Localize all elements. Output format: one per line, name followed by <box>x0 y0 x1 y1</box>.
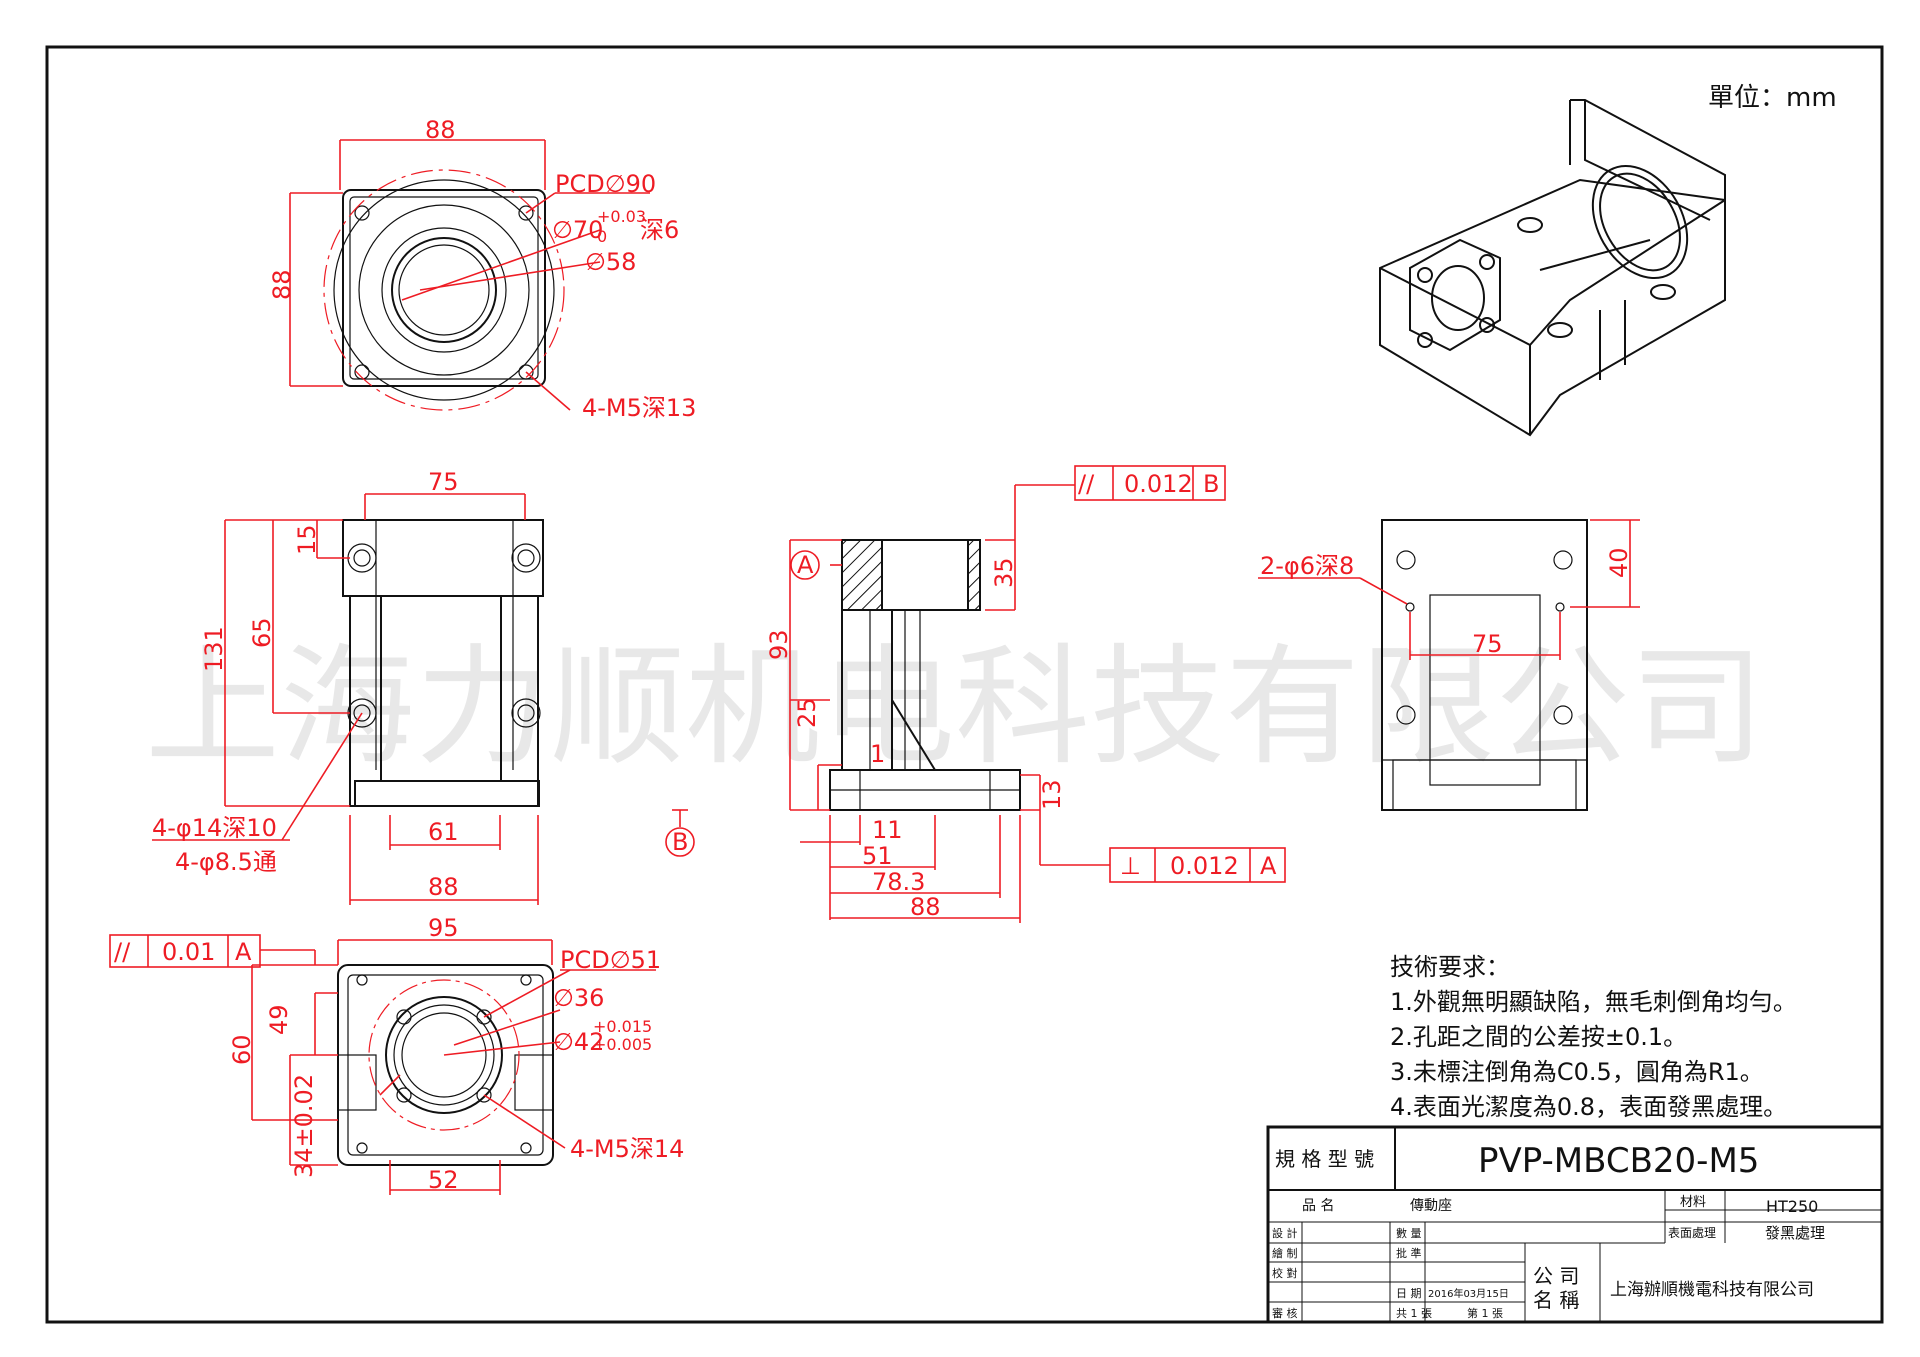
section-dim-78: 78.3 <box>872 868 925 896</box>
section-perp-tol-symbol: ⊥ <box>1120 852 1141 880</box>
design-label: 設 計 <box>1272 1226 1298 1240</box>
side-view-dim-88: 88 <box>428 873 459 901</box>
right-view <box>1258 519 1640 811</box>
top-view-pcd: PCD∅90 <box>555 170 656 198</box>
top-view-bore: ∅70 <box>552 216 603 244</box>
surface-label: 表面處理 <box>1668 1226 1716 1240</box>
bottom-view-tol-lower: +0.005 <box>593 1035 652 1054</box>
section-dim-93: 93 <box>765 629 793 660</box>
section-perp-tol-datum: A <box>1260 852 1277 880</box>
top-view-bore-inner: ∅58 <box>585 248 636 276</box>
unit-label: 單位：mm <box>1708 83 1837 113</box>
top-view-height-dim: 88 <box>268 269 296 300</box>
section-dim-88: 88 <box>910 893 941 921</box>
material-value: HT250 <box>1766 1197 1818 1216</box>
top-view-holes: 4-M5深13 <box>582 394 696 422</box>
top-view-bore-depth: 深6 <box>640 216 679 244</box>
right-view-dim-75: 75 <box>1472 630 1503 658</box>
approve-label: 批 準 <box>1396 1246 1422 1260</box>
section-view <box>665 465 1286 923</box>
section-dim-25: 25 <box>793 697 821 728</box>
company-label: 公 司名 稱 <box>1533 1264 1579 1312</box>
bottom-view-dim-34: 34±0.02 <box>290 1074 318 1178</box>
tech-req-item: 1.外觀無明顯缺陷，無毛刺倒角均勻。 <box>1390 988 1797 1016</box>
company-name: 上海辦順機電科技有限公司 <box>1610 1280 1814 1300</box>
tech-req-item: 2.孔距之間的公差按±0.1。 <box>1390 1023 1687 1051</box>
review-label: 審 核 <box>1272 1306 1298 1320</box>
bottom-view-tol-symbol: // <box>114 938 131 966</box>
bottom-view-tol-datum: A <box>235 938 252 966</box>
company-label-line: 公 司 <box>1533 1264 1579 1288</box>
side-view-top-width: 75 <box>428 468 459 496</box>
side-view <box>152 493 544 905</box>
datum-b-label: B <box>672 828 688 856</box>
side-view-holes-a: 4-φ14深10 <box>152 814 277 842</box>
top-view <box>289 139 650 411</box>
tech-req-title: 技術要求： <box>1390 953 1510 981</box>
bottom-view-dim-60: 60 <box>228 1034 256 1065</box>
top-view-bore-tol-lower: 0 <box>597 227 607 246</box>
top-view-width-dim: 88 <box>425 116 456 144</box>
surface-value: 發黑處理 <box>1765 1224 1825 1242</box>
section-perp-tol-value: 0.012 <box>1170 852 1239 880</box>
drawing-frame <box>45 45 1884 1324</box>
model-number: PVP-MBCB20-M5 <box>1478 1141 1759 1181</box>
date-value: 2016年03月15日 <box>1428 1287 1509 1300</box>
check-label: 校 對 <box>1272 1266 1298 1280</box>
draw-label: 繪 制 <box>1272 1246 1298 1260</box>
section-parallel-tol-datum: B <box>1203 470 1219 498</box>
section-parallel-tol-symbol: // <box>1078 470 1095 498</box>
section-dim-13: 13 <box>1038 779 1066 810</box>
section-dim-1: 1 <box>870 740 885 768</box>
bottom-view-holes: 4-M5深14 <box>570 1135 684 1163</box>
side-view-holes-b: 4-φ8.5通 <box>175 848 277 876</box>
tech-req-item: 4.表面光潔度為0.8，表面發黑處理。 <box>1390 1093 1787 1121</box>
date-label: 日 期 <box>1396 1287 1422 1300</box>
side-view-dim-131: 131 <box>200 626 228 672</box>
right-view-holes: 2-φ6深8 <box>1260 552 1354 580</box>
bottom-view-tol-upper: +0.015 <box>593 1017 652 1036</box>
bottom-view-bore-36: ∅36 <box>553 984 604 1012</box>
section-dim-11: 11 <box>872 816 903 844</box>
right-view-dim-40: 40 <box>1605 547 1633 578</box>
material-label: 材料 <box>1680 1195 1706 1210</box>
sheet-number: 第 1 張 <box>1467 1306 1503 1320</box>
bottom-view <box>109 934 656 1195</box>
name-label: 品 名 <box>1302 1198 1334 1214</box>
section-dim-51: 51 <box>862 842 893 870</box>
top-view-bore-tol-upper: +0.03 <box>597 207 646 226</box>
sheets-total: 共 1 張 <box>1396 1307 1432 1320</box>
watermark: 上海力顺机电科技有限公司 <box>145 631 1765 783</box>
bottom-view-width: 95 <box>428 914 459 942</box>
side-view-dim-15: 15 <box>293 524 321 555</box>
bottom-view-bore-42: ∅42 <box>553 1028 604 1056</box>
datum-a-label: A <box>797 551 814 579</box>
title-block <box>1266 1125 1884 1324</box>
bottom-view-tol-value: 0.01 <box>162 938 215 966</box>
bottom-view-dim-49: 49 <box>265 1004 293 1035</box>
bottom-view-dim-52: 52 <box>428 1166 459 1194</box>
side-view-dim-61: 61 <box>428 818 459 846</box>
spec-label: 規 格 型 號 <box>1275 1147 1374 1171</box>
side-view-dim-65: 65 <box>248 617 276 648</box>
section-parallel-tol-value: 0.012 <box>1124 470 1193 498</box>
isometric-view <box>1379 99 1726 437</box>
qty-label: 數 量 <box>1396 1227 1422 1240</box>
name-value: 傳動座 <box>1410 1198 1452 1214</box>
tech-req-item: 3.未標注倒角為C0.5，圓角為R1。 <box>1390 1058 1764 1086</box>
section-dim-35: 35 <box>990 557 1018 588</box>
bottom-view-pcd: PCD∅51 <box>560 946 661 974</box>
